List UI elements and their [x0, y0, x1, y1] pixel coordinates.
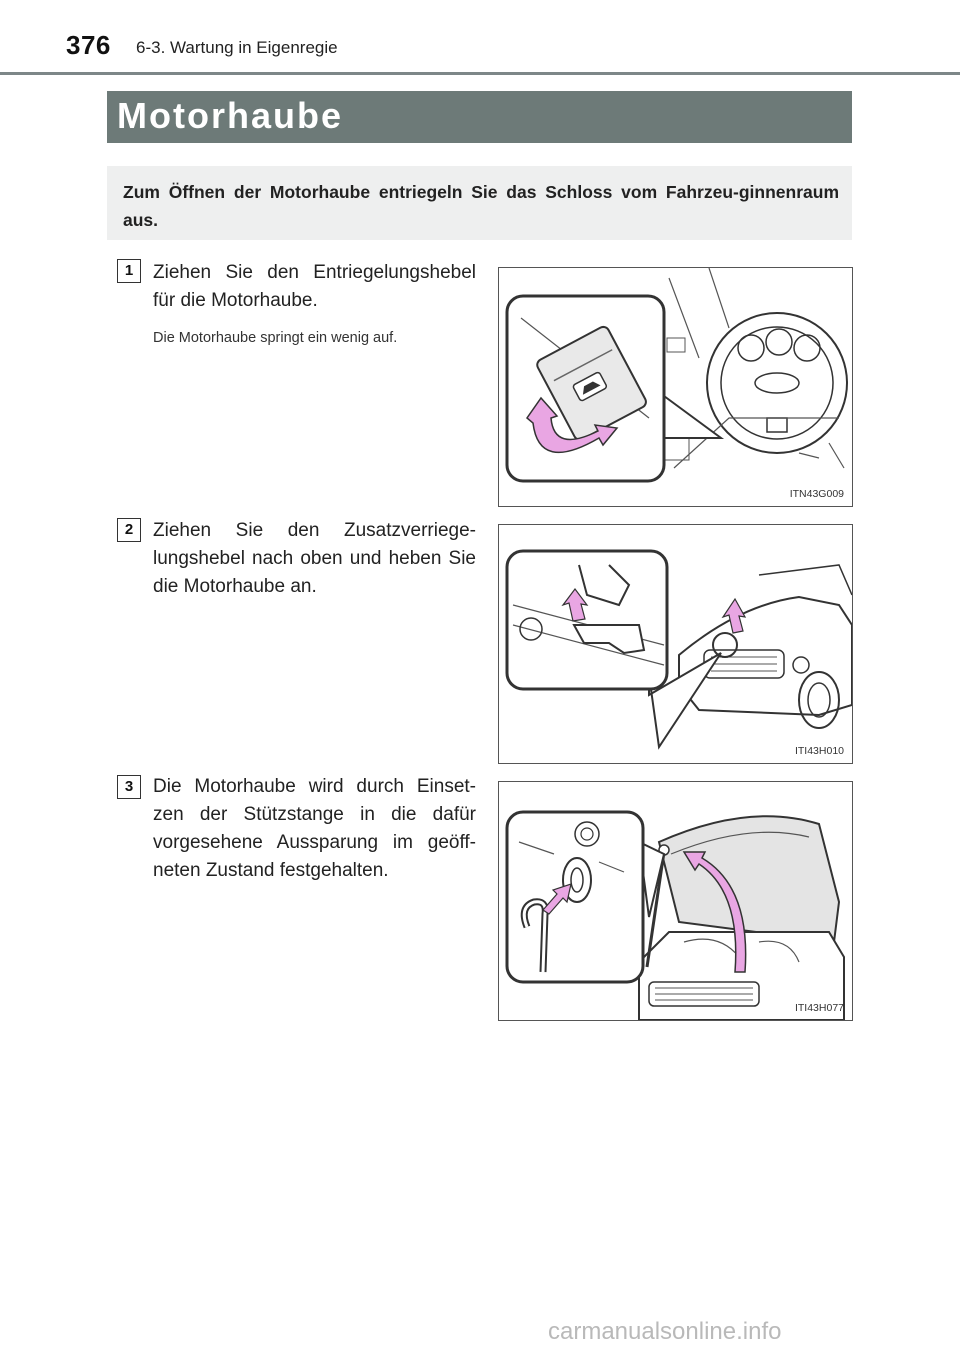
figure-hood-release-lever: ITN43G009	[498, 267, 853, 507]
auxiliary-lever-illustration	[505, 549, 852, 750]
lever-location-marker	[712, 632, 738, 658]
step-1-text: Ziehen Sie den Entriegelungshebel für di…	[153, 262, 476, 311]
car-hood-icon	[582, 381, 601, 395]
pull-arrow-icon	[525, 396, 619, 454]
intro-box: Zum Öffnen der Motorhaube entriegeln Sie…	[107, 166, 852, 240]
header-rule	[0, 72, 960, 75]
hood-release-lever-illustration	[505, 268, 848, 483]
step-3-text: Die Motorhaube wird durch Einset-zen der…	[153, 776, 476, 881]
watermark: carmanualsonline.info	[548, 1318, 782, 1345]
figure-1-label: ITN43G009	[789, 488, 844, 500]
figure-3-label: ITI43H077	[794, 1002, 844, 1014]
page-number: 376	[66, 30, 111, 60]
intro-text: Zum Öffnen der Motorhaube entriegeln Sie…	[123, 182, 839, 230]
raise-hood-arrow-icon	[682, 851, 747, 973]
chapter-heading: 6-3. Wartung in Eigenregie	[136, 38, 338, 57]
step-1-badge: 1	[117, 259, 141, 283]
steering-wheel-illustration	[706, 312, 848, 454]
lift-arrow-icon	[561, 588, 589, 622]
step-3-badge: 3	[117, 775, 141, 799]
lift-arrow-small-icon	[721, 597, 747, 634]
section-title: Motorhaube	[117, 95, 343, 136]
figure-support-rod: ITI43H077	[498, 781, 853, 1021]
step-2-badge: 2	[117, 518, 141, 542]
step-2-text: Ziehen Sie den Zusatzverriege-lungshebel…	[153, 520, 476, 597]
figure-2-label: ITI43H010	[794, 745, 844, 757]
support-rod-illustration	[505, 810, 845, 1020]
figure-auxiliary-lever: ITI43H010	[498, 524, 853, 764]
insert-arrow-icon	[542, 883, 572, 915]
section-title-bar: Motorhaube	[107, 91, 852, 143]
step-1-note: Die Motorhaube springt ein wenig auf.	[153, 330, 398, 346]
support-rod	[645, 851, 666, 968]
